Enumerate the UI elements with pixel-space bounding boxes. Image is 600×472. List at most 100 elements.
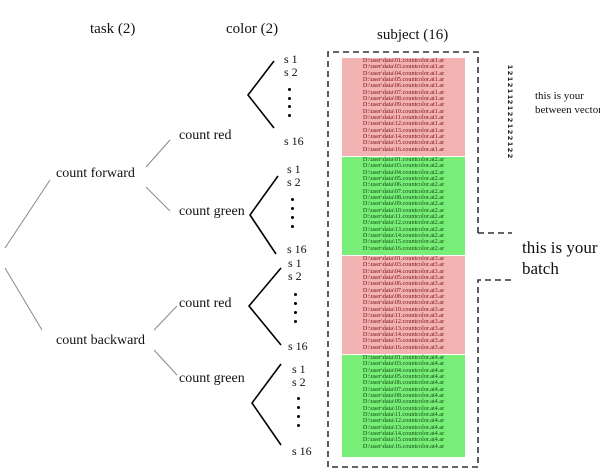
edge-root-backward <box>4 267 43 331</box>
ellipsis-dot <box>294 302 297 305</box>
ellipsis-dot <box>297 397 300 400</box>
file-row: D:\user\data\14.countcolor.at3.ar <box>362 331 445 339</box>
file-row: D:\user\data\07.countcolor.at2.ar <box>362 187 445 195</box>
subject-label-second: s 2 <box>287 175 301 189</box>
ellipsis-dot <box>297 415 300 418</box>
file-row: D:\user\data\16.countcolor.at3.ar <box>362 343 445 351</box>
file-row: D:\user\data\04.countcolor.at3.ar <box>362 267 445 275</box>
subject-label-first: s 1 <box>287 162 301 176</box>
file-row: D:\user\data\16.countcolor.at1.ar <box>362 145 445 153</box>
file-row: D:\user\data\06.countcolor.at1.ar <box>362 82 445 90</box>
file-row: D:\user\data\01.countcolor.at1.ar <box>362 57 445 64</box>
batch-note: this is your batch <box>522 237 598 279</box>
file-row: D:\user\data\05.countcolor.at4.ar <box>362 373 445 381</box>
between-vector-note-line2: between vector <box>535 104 600 116</box>
file-row: D:\user\data\01.countcolor.at3.ar <box>362 255 445 262</box>
file-row: D:\user\data\08.countcolor.at4.ar <box>362 392 445 400</box>
file-row: D:\user\data\05.countcolor.at2.ar <box>362 175 445 183</box>
edge-forward-green <box>145 186 171 212</box>
edge-bg-subjects <box>251 363 282 446</box>
file-row: D:\user\data\05.countcolor.at3.ar <box>362 274 445 282</box>
task-node-count-forward: count forward <box>56 166 135 181</box>
file-row: D:\user\data\16.countcolor.at4.ar <box>362 442 445 450</box>
edge-root-forward <box>4 179 51 249</box>
file-row: D:\user\data\15.countcolor.at1.ar <box>362 139 445 147</box>
file-row: D:\user\data\08.countcolor.at1.ar <box>362 95 445 103</box>
edge-br-subjects <box>247 267 282 346</box>
file-row: D:\user\data\15.countcolor.at4.ar <box>362 436 445 444</box>
header-subject: subject (16) <box>377 27 449 43</box>
task-node-count-backward: count backward <box>56 333 146 348</box>
file-row: D:\user\data\03.countcolor.at2.ar <box>362 162 445 170</box>
file-row: D:\user\data\15.countcolor.at3.ar <box>362 337 445 345</box>
file-row: D:\user\data\11.countcolor.at4.ar <box>362 411 445 419</box>
file-row: D:\user\data\03.countcolor.at3.ar <box>362 261 445 269</box>
ellipsis-dot <box>288 97 291 100</box>
ellipsis-dot <box>291 207 294 210</box>
subject-label-last: s 16 <box>288 339 308 353</box>
file-row: D:\user\data\10.countcolor.at4.ar <box>362 404 445 412</box>
file-row: D:\user\data\06.countcolor.at4.ar <box>362 379 445 387</box>
between-vector-note-line1: this is your <box>535 90 584 102</box>
file-row: D:\user\data\07.countcolor.at3.ar <box>362 286 445 294</box>
file-row: D:\user\data\01.countcolor.at2.ar <box>362 156 445 163</box>
color-node-forward-green: count green <box>179 204 245 219</box>
file-row: D:\user\data\10.countcolor.at1.ar <box>362 107 445 115</box>
ellipsis-dot <box>297 424 300 427</box>
file-row: D:\user\data\03.countcolor.at1.ar <box>362 63 445 71</box>
subject-label-second: s 2 <box>292 375 306 389</box>
file-row: D:\user\data\09.countcolor.at1.ar <box>362 101 445 109</box>
color-node-backward-green: count green <box>179 371 245 386</box>
file-row: D:\user\data\01.countcolor.at4.ar <box>362 354 445 361</box>
file-row: D:\user\data\12.countcolor.at3.ar <box>362 318 445 326</box>
subject-label-first: s 1 <box>292 362 306 376</box>
file-row: D:\user\data\15.countcolor.at2.ar <box>362 238 445 246</box>
color-node-forward-red: count red <box>179 128 232 143</box>
file-row: D:\user\data\11.countcolor.at2.ar <box>362 213 445 221</box>
ellipsis-dot <box>288 114 291 117</box>
file-row: D:\user\data\12.countcolor.at1.ar <box>362 120 445 128</box>
edge-fg-subjects <box>249 175 279 255</box>
batch-note-line1: this is your <box>522 238 598 257</box>
ellipsis-dot <box>288 88 291 91</box>
subject-label-second: s 2 <box>284 65 298 79</box>
ellipsis-dot <box>294 293 297 296</box>
file-row: D:\user\data\07.countcolor.at4.ar <box>362 385 445 393</box>
file-row: D:\user\data\13.countcolor.at1.ar <box>362 126 445 134</box>
file-row: D:\user\data\12.countcolor.at2.ar <box>362 219 445 227</box>
subject-label-last: s 16 <box>284 134 304 148</box>
edge-backward-green <box>153 349 178 376</box>
file-row: D:\user\data\06.countcolor.at3.ar <box>362 280 445 288</box>
subject-label-second: s 2 <box>288 269 302 283</box>
file-row: D:\user\data\12.countcolor.at4.ar <box>362 417 445 425</box>
file-row: D:\user\data\08.countcolor.at3.ar <box>362 293 445 301</box>
ellipsis-dot <box>294 311 297 314</box>
file-row: D:\user\data\07.countcolor.at1.ar <box>362 88 445 96</box>
file-row: D:\user\data\16.countcolor.at2.ar <box>362 244 445 252</box>
file-row: D:\user\data\10.countcolor.at3.ar <box>362 305 445 313</box>
file-row: D:\user\data\13.countcolor.at2.ar <box>362 225 445 233</box>
file-row: D:\user\data\10.countcolor.at2.ar <box>362 206 445 214</box>
file-row: D:\user\data\11.countcolor.at1.ar <box>362 114 445 122</box>
ellipsis-dot <box>291 198 294 201</box>
file-row: D:\user\data\13.countcolor.at4.ar <box>362 423 445 431</box>
ellipsis-dot <box>291 225 294 228</box>
file-row: D:\user\data\09.countcolor.at4.ar <box>362 398 445 406</box>
file-row: D:\user\data\14.countcolor.at2.ar <box>362 232 445 240</box>
subject-label-first: s 1 <box>284 52 298 66</box>
header-color: color (2) <box>226 21 279 37</box>
subject-label-first: s 1 <box>288 256 302 270</box>
file-row: D:\user\data\14.countcolor.at4.ar <box>362 430 445 438</box>
file-row: D:\user\data\09.countcolor.at2.ar <box>362 200 445 208</box>
between-vector-note: this is your between vector <box>535 89 600 117</box>
ellipsis-dot <box>288 105 291 108</box>
file-row: D:\user\data\13.countcolor.at3.ar <box>362 324 445 332</box>
between-vector-value: 2 <box>505 153 514 158</box>
